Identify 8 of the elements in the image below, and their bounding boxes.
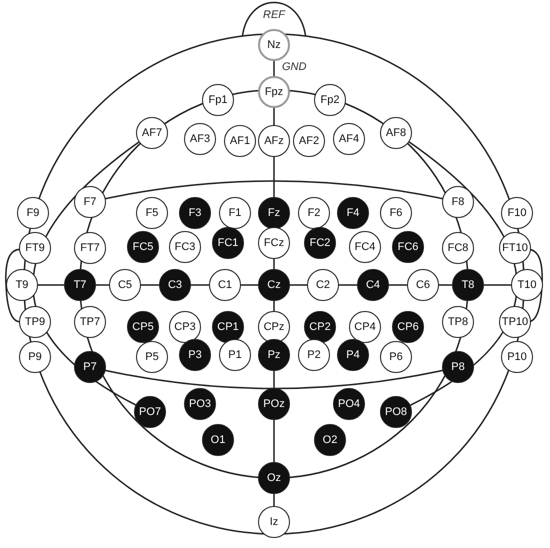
electrode-circle: TP9: [19, 306, 51, 338]
electrode-caption: GND: [282, 61, 306, 73]
electrode-circle: F9: [17, 197, 49, 229]
electrode-circle: FT9: [19, 232, 51, 264]
electrode-circle: F10: [501, 197, 533, 229]
electrode-caption: REF: [263, 9, 285, 21]
electrode-circle: P9: [19, 341, 51, 373]
electrode-circle: P10: [501, 341, 533, 373]
